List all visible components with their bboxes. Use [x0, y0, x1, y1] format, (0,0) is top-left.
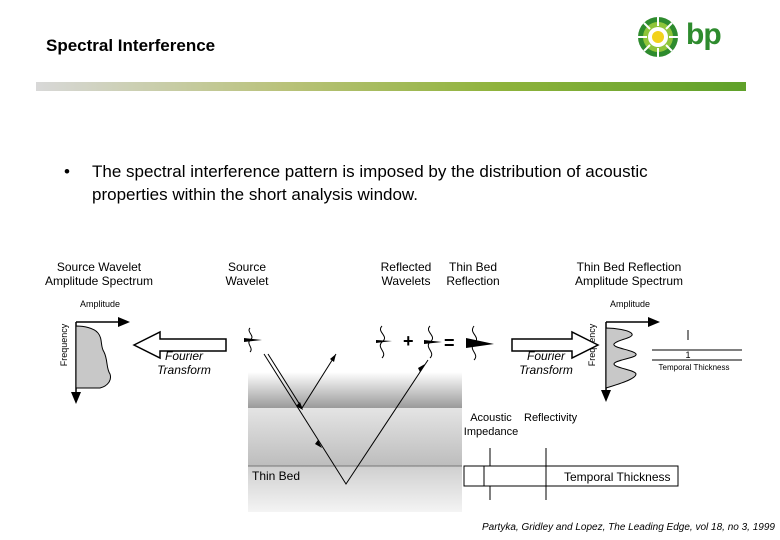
reflected-wavelet-2-icon [424, 325, 442, 359]
header-rule [36, 82, 746, 91]
source-spectrum-plot [71, 317, 130, 404]
ray-arrow-icon [330, 354, 336, 362]
acoustic-impedance-label: Acoustic Impedance [463, 412, 519, 438]
temporal-thickness-box [463, 465, 679, 487]
ray-arrow-icon [315, 440, 322, 448]
impedance-log [483, 448, 491, 500]
thin-bed-reflection-icon [466, 325, 494, 361]
source-wavelet-icon [244, 327, 262, 353]
source-wavelet-label: Source Wavelet [225, 260, 269, 288]
fourier-right-label: Fourier Transform [519, 349, 573, 377]
temporal-thickness-small-label: Temporal Thickness [659, 363, 730, 372]
temporal-thickness-label: Temporal Thickness [564, 470, 671, 484]
fourier-left-label: Fourier Transform [157, 349, 211, 377]
bullet-symbol: • [64, 162, 70, 181]
thin-bed-label: Thin Bed [252, 469, 301, 483]
thin-bed-spectrum-label: Thin Bed Reflection Amplitude Spectrum [574, 260, 684, 288]
bullet-text: The spectral interference pattern is imp… [92, 162, 648, 204]
thin-bed-spectrum-plot [601, 317, 742, 402]
citation: Partyka, Gridley and Lopez, The Leading … [482, 522, 775, 533]
plus-sign: + [403, 331, 414, 351]
earth-layers [248, 372, 462, 512]
one-over-label: 1 [685, 350, 690, 360]
ray-arrow-icon [418, 364, 425, 372]
slide-title: Spectral Interference [46, 36, 216, 55]
amplitude-right-label: Amplitude [610, 299, 651, 309]
reflected-wavelets-label: Reflected Wavelets [380, 260, 432, 288]
reflectivity-log [530, 448, 560, 500]
reflectivity-label: Reflectivity [524, 412, 578, 424]
equals-sign: = [444, 333, 455, 353]
ray-arrow-icon [296, 402, 303, 410]
bp-logo-icon [638, 17, 678, 57]
fourier-left-arrow-icon [132, 330, 227, 360]
reflected-wavelet-1-icon [376, 325, 392, 359]
bp-logo-text: bp [686, 18, 722, 51]
thin-bed-reflection-label: Thin Bed Reflection [446, 260, 500, 288]
fourier-right-arrow-icon [511, 330, 600, 360]
amplitude-left-label: Amplitude [80, 299, 121, 309]
source-spectrum-label: Source Wavelet Amplitude Spectrum [44, 260, 154, 288]
